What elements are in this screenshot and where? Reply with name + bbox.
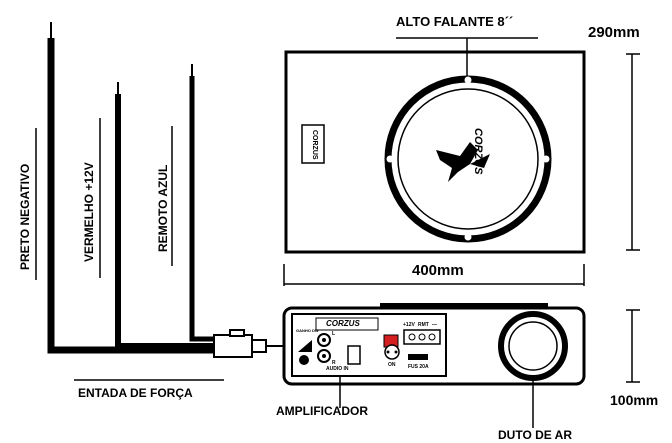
height-dimension (626, 53, 640, 251)
ganho-label: GANHO DW (296, 328, 319, 333)
rmt-label: RMT (418, 322, 429, 328)
v12-label: +12V (403, 322, 415, 328)
eagle-logo-icon (436, 142, 490, 182)
black-wire (47, 38, 214, 354)
fuse-icon (408, 354, 428, 360)
wire-negative-label: PRETO NEGATIVO (18, 163, 32, 270)
audio-in-label: AUDIO IN (326, 366, 349, 372)
wire-remote-label: REMOTO AZUL (156, 164, 170, 252)
amplifier-label: AMPLIFICADOR (276, 404, 368, 418)
gnd-label: — (432, 322, 437, 328)
blue-wire (189, 76, 222, 342)
enclosure-top-view (284, 38, 586, 254)
on-label: ON (388, 362, 396, 368)
side-logo-text: CORZUS (311, 130, 318, 160)
power-input-label: ENTADA DE FORÇA (78, 386, 193, 400)
fus-label: FUS 20A (408, 364, 429, 370)
width-dimension (283, 264, 585, 286)
power-connector (213, 329, 286, 358)
enclosure-front-view (282, 303, 586, 428)
gain-icon (298, 340, 312, 352)
wires (47, 38, 222, 354)
height-top-label: 290mm (588, 24, 640, 41)
height-bottom-label: 100mm (610, 392, 659, 408)
l-label: L (332, 331, 336, 337)
air-duct-label: DUTO DE AR (498, 428, 573, 442)
depth-dimension (626, 309, 640, 383)
red-wire (115, 94, 218, 349)
speaker-brand-text: CORZUS (472, 128, 484, 175)
skull-logo-icon (384, 344, 400, 360)
wire-positive-label: VERMELHO +12V (82, 162, 96, 262)
width-label: 400mm (412, 262, 464, 279)
panel-model-text: CORZUS (326, 319, 360, 328)
r-label: R (332, 360, 336, 366)
side-logo-plate (301, 124, 325, 164)
speaker-label: ALTO FALANTE 8´´ (396, 14, 514, 29)
